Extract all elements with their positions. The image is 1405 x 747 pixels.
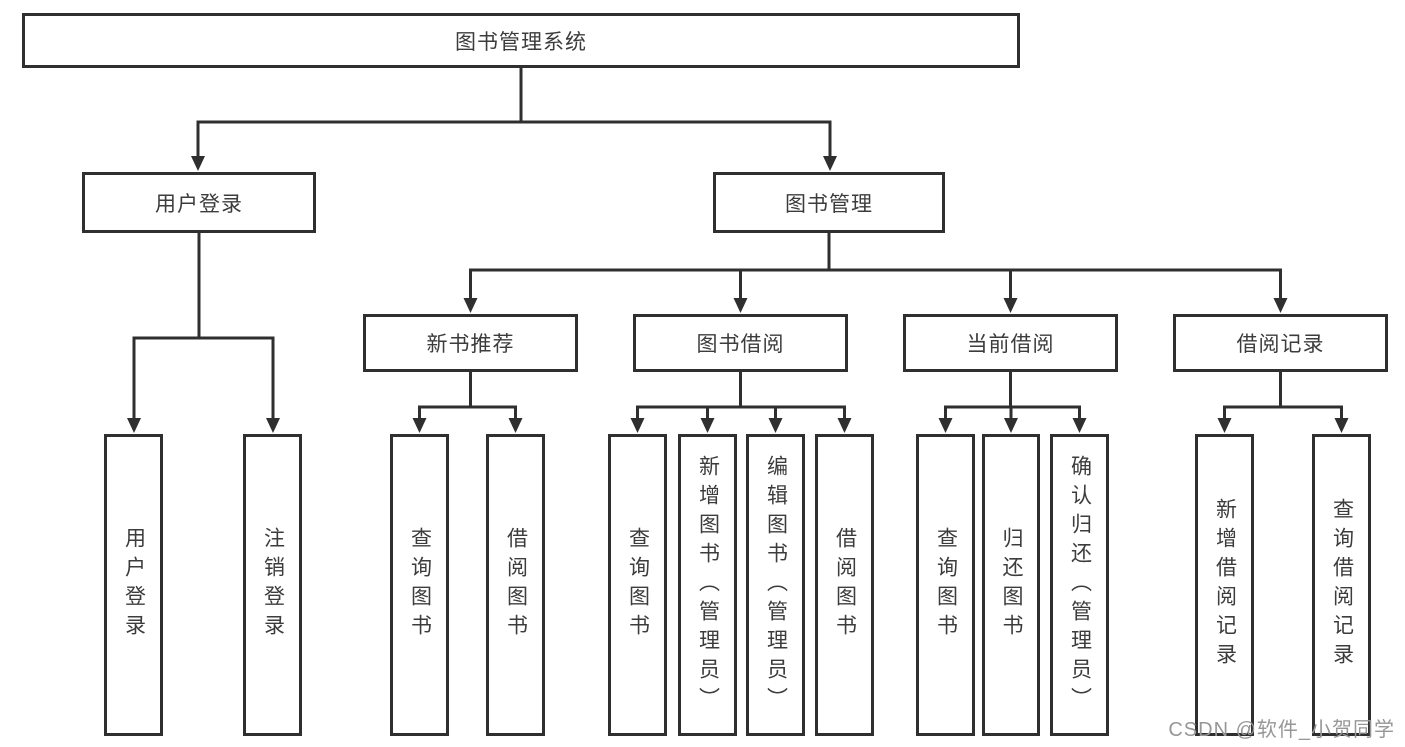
connector-rails	[132, 68, 1343, 409]
leaf-query-borrow-record: 查询借阅记录	[1312, 434, 1371, 736]
node-borrowing-records-label: 借阅记录	[1236, 333, 1325, 356]
leaf-borrow-books: 借阅图书	[815, 434, 874, 736]
leaf-add-borrow-record-label: 新增借阅记录	[1213, 498, 1237, 672]
leaf-user-login-label: 用户登录	[122, 527, 146, 643]
leaf-user-login: 用户登录	[104, 434, 163, 736]
leaf-query-books-borrowing-label: 查询图书	[626, 527, 650, 643]
leaf-query-books-borrowing: 查询图书	[608, 434, 667, 736]
leaf-return-books: 归还图书	[982, 434, 1040, 736]
leaf-add-borrow-record: 新增借阅记录	[1195, 434, 1254, 736]
leaf-confirm-return-admin-label: 确认归还（管理员）	[1068, 454, 1092, 716]
leaf-confirm-return-admin: 确认归还（管理员）	[1050, 434, 1109, 736]
node-library-management-system: 图书管理系统	[22, 13, 1020, 68]
node-user-login-branch: 用户登录	[82, 172, 316, 233]
node-new-book-recommendation: 新书推荐	[363, 314, 578, 372]
node-user-login-branch-label: 用户登录	[155, 192, 243, 216]
leaf-query-books-current: 查询图书	[916, 434, 975, 736]
node-current-borrowing-label: 当前借阅	[966, 333, 1055, 356]
node-current-borrowing: 当前借阅	[903, 314, 1118, 372]
node-borrowing-records: 借阅记录	[1173, 314, 1388, 372]
csdn-watermark: CSDN @软件_小贺同学	[1168, 719, 1395, 741]
leaf-query-books-recommend-label: 查询图书	[408, 527, 432, 643]
node-new-book-recommendation-label: 新书推荐	[426, 333, 515, 356]
node-library-management-system-label: 图书管理系统	[455, 30, 587, 54]
leaf-add-books-admin: 新增图书（管理员）	[678, 434, 737, 736]
leaf-query-borrow-record-label: 查询借阅记录	[1330, 498, 1354, 672]
leaf-borrow-books-label: 借阅图书	[833, 527, 857, 643]
leaf-edit-books-admin-label: 编辑图书（管理员）	[764, 454, 788, 716]
leaf-logout: 注销登录	[243, 434, 302, 736]
node-book-borrowing-label: 图书借阅	[696, 333, 785, 356]
leaf-borrow-books-recommend-label: 借阅图书	[504, 527, 528, 643]
leaf-return-books-label: 归还图书	[1000, 527, 1023, 643]
leaf-add-books-admin-label: 新增图书（管理员）	[696, 454, 720, 716]
node-book-borrowing: 图书借阅	[633, 314, 848, 372]
connector-arrows	[127, 122, 1349, 433]
leaf-query-books-recommend: 查询图书	[390, 434, 449, 736]
leaf-query-books-current-label: 查询图书	[934, 527, 958, 643]
leaf-edit-books-admin: 编辑图书（管理员）	[746, 434, 805, 736]
leaf-logout-label: 注销登录	[261, 527, 285, 643]
leaf-borrow-books-recommend: 借阅图书	[486, 434, 545, 736]
node-book-management-branch: 图书管理	[713, 172, 945, 233]
node-book-management-branch-label: 图书管理	[785, 192, 873, 216]
